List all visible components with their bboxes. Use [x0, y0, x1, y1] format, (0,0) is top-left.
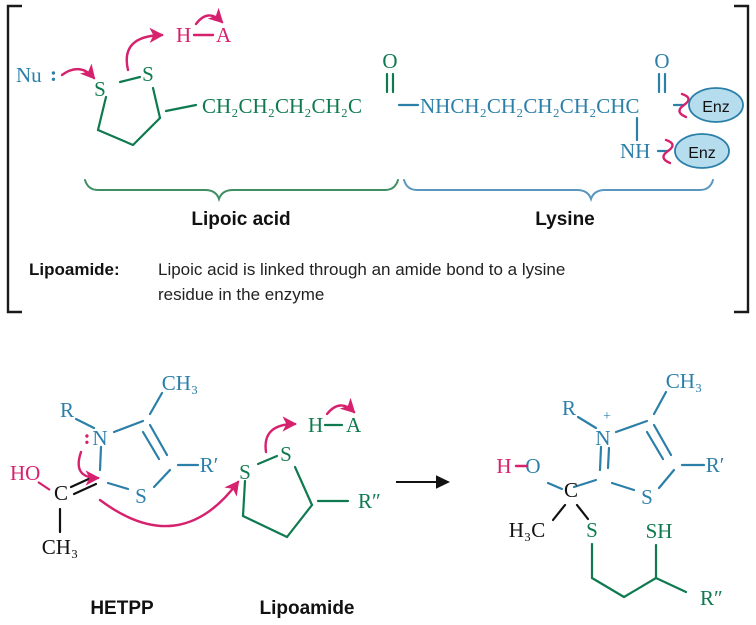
nucleophile-group: Nu :: [16, 62, 57, 87]
product-positive-charge: +: [603, 409, 611, 424]
acid-ha-group: H A: [176, 7, 232, 47]
product-central-carbon: C: [564, 478, 578, 502]
enzyme-badge-1-label: Enz: [702, 99, 730, 116]
hetpp-atom-n: N: [92, 426, 107, 450]
acid-h-label: H: [176, 23, 191, 47]
atom-sulfur-1: S: [94, 77, 106, 101]
enzyme-badge-2-label: Enz: [688, 145, 716, 162]
atom-sulfur-2: S: [142, 62, 154, 86]
caption-line-2: residue in the enzyme: [158, 285, 324, 304]
hetpp-atom-r: R: [60, 398, 74, 422]
product-hydroxyl-hydrogen: H: [496, 454, 511, 478]
caption-line-1: Lipoic acid is linked through an amide b…: [158, 260, 565, 279]
hetpp-methyl-bottom: CH₃: [42, 535, 79, 559]
chain-blue-label: NHCH₂CH₂CH₂CH₂CHC: [420, 94, 640, 118]
product-structure: N + R CH₃ R′ S C O H H₃C S S: [496, 369, 724, 610]
enzyme-squiggle-bond-1: [678, 92, 690, 119]
product-atom-r: R: [562, 396, 576, 420]
hetpp-hydroxyl: HO: [10, 461, 40, 485]
product-r-prime: R′: [706, 453, 725, 477]
enzyme-badge-2: Enz: [674, 133, 730, 169]
product-thiol: SH: [646, 519, 673, 543]
lipoamide-acid-h: H: [308, 413, 323, 437]
acid-a-label: A: [216, 23, 232, 47]
nucleophile-label: Nu: [16, 63, 42, 87]
lipoamide-reactant-structure: S S R″ H A: [98, 397, 381, 539]
mechanism-arrow-s-to-h: [125, 27, 164, 72]
product-r-double-prime: R″: [700, 586, 723, 610]
brace-lipoic-acid: [84, 179, 399, 203]
product-methyl-left: H₃C: [509, 518, 546, 542]
lipoamide-sulfur-1: S: [239, 460, 251, 484]
product-oxygen: O: [525, 454, 540, 478]
lipoamide-sulfur-2: S: [280, 442, 292, 466]
right-bracket: [734, 4, 750, 314]
product-methyl-top: CH₃: [666, 369, 703, 393]
carbonyl-oxygen-1: O: [382, 49, 397, 73]
nucleophile-lone-pair: :: [50, 62, 57, 86]
mechanism-arrow-nu-to-s: [60, 63, 96, 80]
label-lysine: Lysine: [535, 209, 595, 230]
label-hetpp: HETPP: [90, 598, 154, 619]
amide-nh-label: NH: [620, 139, 650, 163]
chain-green-label: CH₂CH₂CH₂CH₂C: [202, 94, 362, 118]
caption-term: Lipoamide:: [29, 260, 120, 279]
lysine-chain: NHCH₂CH₂CH₂CH₂CHC O NH: [420, 49, 686, 163]
dithiolane-ring: S S: [94, 62, 198, 147]
lipoamide-acid-a: A: [346, 413, 362, 437]
enzyme-badge-1: Enz: [688, 87, 744, 123]
brace-lysine: [403, 179, 714, 203]
product-thioether-sulfur: S: [586, 518, 598, 542]
hetpp-enol-carbon: C: [54, 481, 68, 505]
label-lipoamide-reactant: Lipoamide: [259, 598, 354, 619]
hetpp-r-prime: R′: [200, 453, 219, 477]
product-ring-sulfur: S: [641, 485, 653, 509]
hetpp-nitrogen-lone-pair: :: [84, 425, 91, 449]
hetpp-ring-sulfur: S: [135, 484, 147, 508]
hetpp-structure: N : R CH₃ R′ S C HO CH₃: [10, 371, 218, 559]
enzyme-squiggle-bond-2: [662, 138, 674, 165]
lipoic-acid-chain: CH₂CH₂CH₂CH₂C O: [202, 49, 420, 118]
lipoamide-r-double-prime: R″: [358, 489, 381, 513]
hetpp-methyl-top: CH₃: [162, 371, 199, 395]
left-bracket: [6, 4, 22, 314]
product-atom-n: N: [595, 426, 610, 450]
carbonyl-oxygen-2: O: [654, 49, 669, 73]
label-lipoic-acid: Lipoic acid: [191, 209, 290, 230]
